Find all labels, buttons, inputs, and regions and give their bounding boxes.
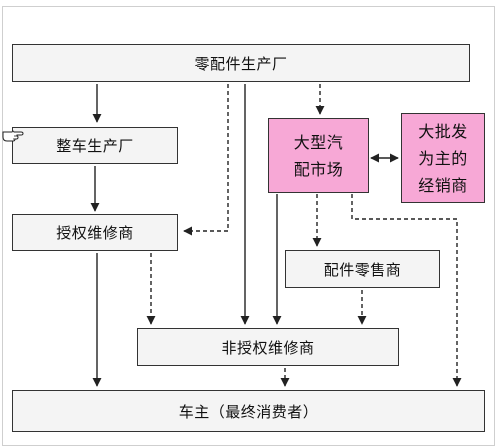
node-wholesale-dealer-line2: 为主的 [418, 148, 468, 168]
node-large-parts-market-line1: 大型汽 [293, 132, 344, 152]
node-parts-manufacturer-label: 零配件生产厂 [194, 54, 288, 73]
edge-market-to-owner-dashed [351, 194, 462, 387]
node-parts-retailer-label: 配件零售商 [323, 260, 402, 279]
node-wholesale-dealer: 大批发 为主的 经销商 [401, 113, 485, 203]
node-car-owner-label: 车主（最终消费者） [178, 402, 319, 421]
edge-parts-to-authrepair-dashed [183, 84, 229, 236]
node-car-owner: 车主（最终消费者） [12, 390, 485, 432]
node-wholesale-dealer-line1: 大批发 [418, 121, 468, 141]
pointing-hand-cursor-icon [2, 130, 24, 142]
node-authorized-repair-label: 授权维修商 [56, 224, 134, 242]
node-car-manufacturer: 整车生产厂 [12, 127, 178, 164]
node-unauthorized-repair: 非授权维修商 [137, 328, 399, 366]
node-unauthorized-repair-label: 非授权维修商 [221, 338, 315, 357]
node-parts-manufacturer: 零配件生产厂 [12, 44, 470, 82]
node-wholesale-dealer-line3: 经销商 [418, 175, 468, 195]
node-authorized-repair: 授权维修商 [12, 214, 178, 251]
node-large-parts-market-line2: 配市场 [293, 159, 344, 179]
diagram-frame [2, 6, 495, 446]
node-parts-retailer: 配件零售商 [285, 250, 440, 288]
node-large-parts-market: 大型汽 配市场 [268, 118, 369, 193]
node-car-manufacturer-label: 整车生产厂 [56, 137, 134, 155]
